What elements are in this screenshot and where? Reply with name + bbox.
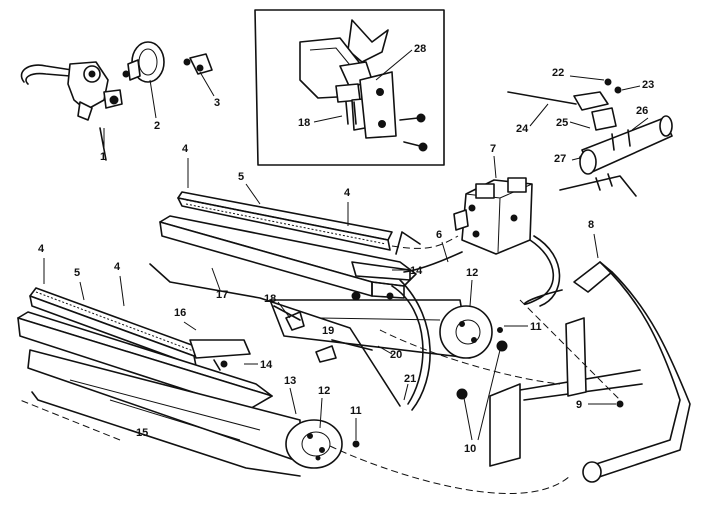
callout-15: 15 xyxy=(136,427,148,439)
callout-5-left: 5 xyxy=(74,267,80,279)
part-2-knob xyxy=(122,41,165,83)
callout-18: 18 xyxy=(264,293,276,305)
callout-12-lower: 12 xyxy=(318,385,330,397)
pipe-assembly-8 xyxy=(519,261,691,483)
callout-27: 27 xyxy=(554,153,566,165)
gas-tubing xyxy=(391,235,563,411)
callout-4-mid: 4 xyxy=(344,187,351,199)
callout-8: 8 xyxy=(588,219,594,231)
callout-17: 17 xyxy=(216,289,228,301)
upper-log-12 xyxy=(269,299,493,359)
lower-burner-rail xyxy=(29,287,201,367)
upper-burner-pan xyxy=(159,215,421,301)
inset-bracket-assembly xyxy=(299,19,428,152)
callout-18-inset: 18 xyxy=(298,117,310,129)
lower-log-13 xyxy=(27,349,343,469)
callout-12-upper: 12 xyxy=(466,267,478,279)
callout-7: 7 xyxy=(490,143,496,155)
callout-10: 10 xyxy=(464,443,476,455)
callout-3: 3 xyxy=(214,97,220,109)
thermocouple-cylinder-26 xyxy=(559,115,673,197)
upper-burner-rail xyxy=(177,191,393,251)
callout-14-top: 14 xyxy=(410,265,423,277)
callout-4-top: 4 xyxy=(182,143,189,155)
part-3-fitting xyxy=(183,53,213,75)
callout-24: 24 xyxy=(516,123,529,135)
dashed-guides xyxy=(19,235,621,494)
callout-6: 6 xyxy=(436,229,442,241)
inset-frame xyxy=(254,9,445,166)
callout-23: 23 xyxy=(642,79,654,91)
callout-1: 1 xyxy=(100,151,106,163)
small-parts xyxy=(273,305,624,448)
callout-4-left: 4 xyxy=(38,243,45,255)
callout-5-top: 5 xyxy=(238,171,244,183)
callout-16: 16 xyxy=(174,307,186,319)
right-shield-panels xyxy=(489,317,587,467)
callout-2: 2 xyxy=(154,120,160,132)
callout-19: 19 xyxy=(322,325,334,337)
callout-21: 21 xyxy=(404,373,416,385)
callout-13: 13 xyxy=(284,375,296,387)
lower-burner-pan xyxy=(17,311,273,411)
callout-4-left2: 4 xyxy=(114,261,121,273)
callout-25: 25 xyxy=(556,117,568,129)
bracket-15 xyxy=(31,263,401,477)
pilot-assembly xyxy=(507,78,622,161)
callout-9: 9 xyxy=(576,399,582,411)
callout-20: 20 xyxy=(390,349,402,361)
callout-11-lower: 11 xyxy=(350,405,362,417)
callout-26: 26 xyxy=(636,105,648,117)
callout-14-bottom: 14 xyxy=(260,359,273,371)
callout-11-right: 11 xyxy=(530,321,542,333)
gas-valve-7 xyxy=(453,177,533,255)
part-1-valve xyxy=(20,61,123,161)
callout-28: 28 xyxy=(414,43,426,55)
callout-22: 22 xyxy=(552,67,564,79)
callout-labels: 1 2 3 28 18 22 23 24 25 26 27 4 5 4 7 6 … xyxy=(38,43,654,455)
